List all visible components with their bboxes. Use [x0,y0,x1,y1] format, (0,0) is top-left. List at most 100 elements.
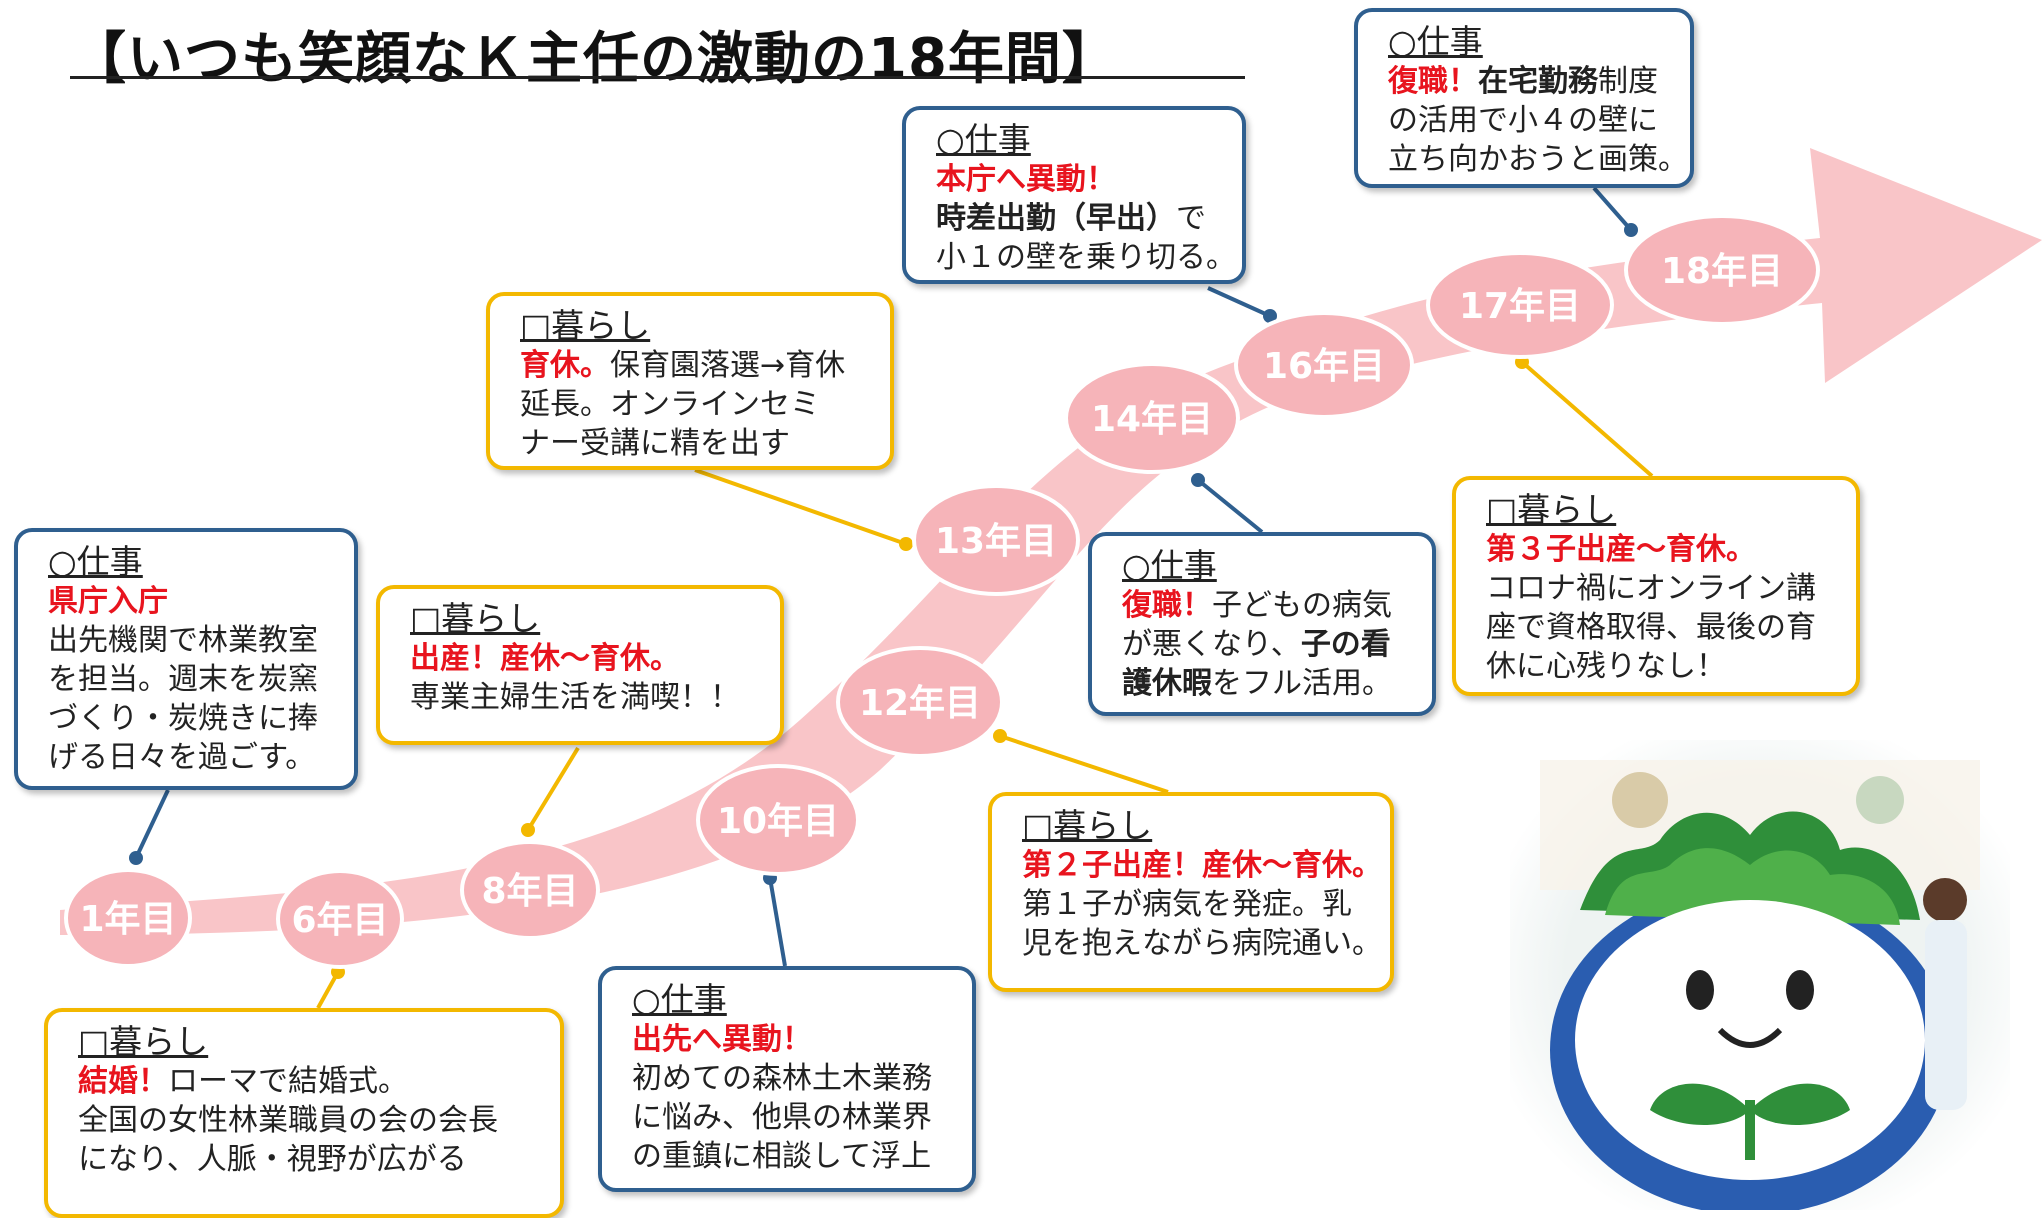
card-text-line: 出先へ異動！ [632,1020,946,1059]
card-text-segment: づくり・炭焼きに捧 [48,701,318,736]
card-year16-work: ○仕事本庁へ異動！時差出勤（早出）で小１の壁を乗り切る。 [902,106,1246,284]
card-text-line: を担当。週末を炭窯 [48,660,328,699]
card-text-segment: 第３子出産～育休。 [1486,532,1756,567]
card-text-line: 専業主婦生活を満喫！！ [410,678,754,717]
card-text-segment: を担当。週末を炭窯 [48,662,318,697]
card-heading: □暮らし [520,306,651,345]
title-underline [70,76,1245,79]
milestone-label: 8年目 [481,871,578,912]
card-text-segment: 護休暇 [1122,666,1212,701]
page-title: 【いつも笑顔なＫ主任の激動の18年間】 [70,27,1119,92]
card-heading: ○仕事 [48,542,143,581]
card-heading: ○仕事 [1388,22,1483,61]
mascot-photo [1510,740,2010,1215]
milestone-label: 16年目 [1263,346,1385,387]
card-text-line: 出産！産休～育休。 [410,639,754,678]
card-text-segment: 在宅勤務 [1478,64,1598,99]
card-year18-work: ○仕事復職！在宅勤務制度の活用で小４の壁に立ち向かおうと画策。 [1354,8,1694,188]
milestone-ellipse [276,869,404,969]
mascot-illustration [1540,760,1980,1215]
card-text-segment: 県庁入庁 [48,584,168,619]
milestone-ellipse [460,840,600,940]
milestone-4: 10年目 [696,764,860,876]
card-text-segment: コロナ禍にオンライン講 [1486,571,1816,606]
card-year17-life: □暮らし第３子出産～育休。コロナ禍にオンライン講座で資格取得、最後の育休に心残り… [1452,476,1860,696]
milestone-ellipse [836,646,1004,758]
milestone-label: 1年目 [79,899,176,940]
card-text-line: に悩み、他県の林業界 [632,1098,946,1137]
card-text-line: 延長。オンラインセミ [520,385,864,424]
card-text-segment: 立ち向かおうと画策。 [1388,142,1688,177]
card-heading: ○仕事 [1122,546,1217,585]
card-text-segment: ローマで結婚式。 [168,1064,408,1099]
milestone-ellipse [1234,311,1414,419]
card-text-line: 県庁入庁 [48,582,328,621]
milestone-1: 1年目 [64,868,192,968]
milestone-8: 16年目 [1234,311,1414,419]
card-year1-work: ○仕事県庁入庁出先機関で林業教室を担当。週末を炭窯づくり・炭焼きに捧げる日々を過… [14,528,358,790]
card-year8-life: □暮らし出産！産休～育休。専業主婦生活を満喫！！ [376,585,784,745]
card-text-line: げる日々を過ごす。 [48,738,328,777]
card-text-segment: ナー受講に精を出す [520,426,790,461]
card-text-line: 初めての森林土木業務 [632,1059,946,1098]
card-text-segment: に悩み、他県の林業界 [632,1100,932,1135]
card-text-segment: 保育園落選→育休 [610,348,846,383]
card-text-line: が悪くなり、子の看 [1122,625,1406,664]
milestone-label: 14年目 [1091,399,1213,440]
card-year14-work: ○仕事復職！子どもの病気が悪くなり、子の看護休暇をフル活用。 [1088,532,1436,716]
milestone-label: 6年目 [291,900,388,941]
card-text-segment: になり、人脈・視野が広がる [78,1142,467,1177]
card-text-segment: 結婚！ [78,1064,168,1099]
card-text-segment: 本庁へ異動！ [936,162,1116,197]
card-year13-life: □暮らし育休。保育園落選→育休延長。オンラインセミナー受講に精を出す [486,292,894,470]
milestone-label: 13年目 [935,521,1057,562]
card-text-line: になり、人脈・視野が広がる [78,1140,534,1179]
milestone-7: 14年目 [1064,362,1240,474]
card-text-line: 出先機関で林業教室 [48,621,328,660]
card-text-line: 小１の壁を乗り切る。 [936,238,1236,277]
card-text-segment: 小１の壁を乗り切る。 [936,240,1236,275]
card-text-line: 復職！子どもの病気 [1122,586,1406,625]
card-heading: □暮らし [1022,806,1153,845]
card-text-segment: 第１子が病気を発症。乳 [1022,887,1352,922]
card-text-line: 結婚！ローマで結婚式。 [78,1062,534,1101]
card-text-line: 時差出勤（早出）で [936,199,1216,238]
card-text-line: 本庁へ異動！ [936,160,1216,199]
card-text-line: 立ち向かおうと画策。 [1388,140,1688,179]
card-text-segment: 制度 [1598,64,1658,99]
card-text-segment: 子どもの病気 [1212,588,1392,623]
card-text-segment: 出先機関で林業教室 [48,623,318,658]
card-text-segment: が悪くなり、 [1122,627,1301,662]
card-text-line: 休に心残りなし！ [1486,647,1830,686]
card-text-line: 座で資格取得、最後の育 [1486,608,1830,647]
card-heading: □暮らし [410,599,541,638]
card-text-line: の活用で小４の壁に [1388,101,1664,140]
card-text-segment: 初めての森林土木業務 [632,1061,932,1096]
card-text-line: 育休。保育園落選→育休 [520,346,864,385]
card-text-line: 第２子出産！産休～育休。 [1022,846,1382,885]
card-text-segment: の重鎮に相談して浮上 [632,1139,932,1174]
card-text-segment: 時差出勤（早出） [936,201,1176,236]
milestone-label: 18年目 [1661,251,1783,292]
card-text-segment: 全国の女性林業職員の会の会長 [78,1103,498,1138]
card-text-segment: の活用で小４の壁に [1388,103,1658,138]
card-text-segment: げる日々を過ごす。 [48,740,316,775]
card-text-segment: 子の看 [1300,627,1391,662]
card-text-segment: 第２子出産！産休～育休。 [1022,848,1382,883]
card-text-line: づくり・炭焼きに捧 [48,699,328,738]
milestone-ellipse [1426,251,1614,359]
card-text-line: コロナ禍にオンライン講 [1486,569,1830,608]
card-heading: □暮らし [78,1022,209,1061]
card-heading: □暮らし [1486,490,1617,529]
milestone-ellipse [912,484,1080,596]
card-text-segment: 休に心残りなし！ [1486,649,1726,684]
milestone-ellipse [1064,362,1240,474]
card-text-segment: 専業主婦生活を満喫！！ [410,680,740,715]
card-text-line: 復職！在宅勤務制度 [1388,62,1664,101]
card-heading: ○仕事 [936,120,1031,159]
card-text-segment: 延長。オンラインセミ [520,387,820,422]
milestone-2: 6年目 [276,869,404,969]
card-text-segment: をフル活用。 [1212,666,1392,701]
